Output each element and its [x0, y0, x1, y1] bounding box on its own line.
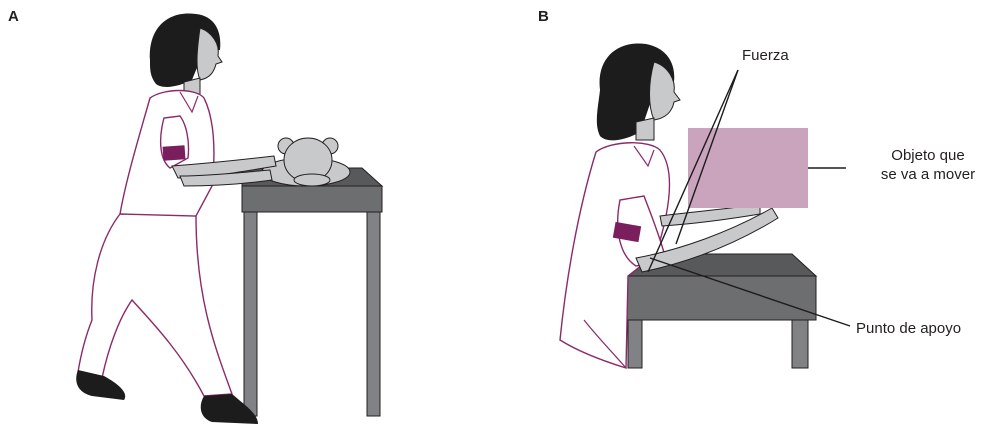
panel-a-illustration — [76, 13, 382, 424]
table-icon — [242, 168, 382, 416]
box-icon — [688, 128, 808, 208]
force-label: Fuerza — [742, 46, 789, 65]
panel-b-illustration — [560, 43, 850, 368]
object-label: Objeto que se va a mover — [852, 146, 1004, 184]
fulcrum-label: Punto de apoyo — [856, 319, 961, 338]
table-icon — [626, 254, 816, 368]
object-label-line1: Objeto que — [852, 146, 1004, 165]
object-label-line2: se va a mover — [852, 165, 1004, 184]
